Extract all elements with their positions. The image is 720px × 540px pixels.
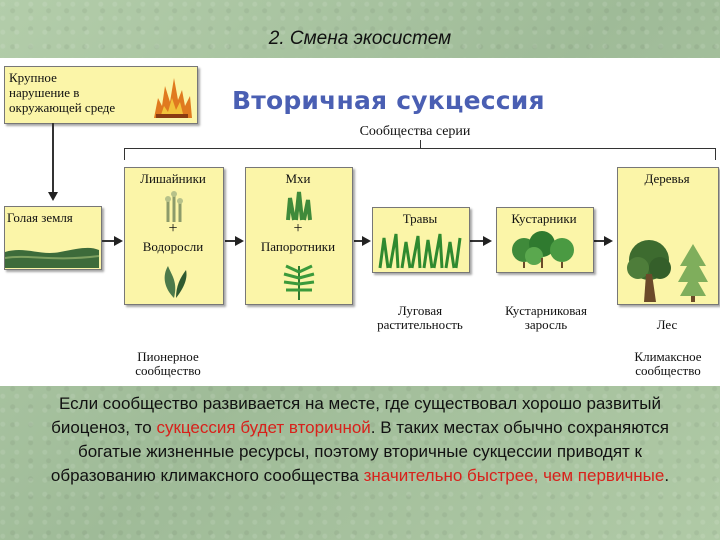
down-line xyxy=(52,123,54,193)
caption-shrub-2: заросль xyxy=(486,318,606,332)
caption-pioneer-2: сообщество xyxy=(118,364,218,378)
bracket-right xyxy=(715,148,716,160)
arrow-2 xyxy=(235,236,244,246)
disturbance-line-2: нарушение в xyxy=(9,86,79,100)
stage2-plus: + xyxy=(245,222,351,236)
highlight-secondary-succession: сукцессия будет вторичной xyxy=(156,418,370,437)
fern-icon xyxy=(278,262,320,300)
grass-icon xyxy=(378,232,462,268)
caption-meadow-1: Луговая xyxy=(368,304,472,318)
shrub-icon xyxy=(508,230,582,268)
down-arrow xyxy=(48,192,58,201)
stage2-top-label: Мхи xyxy=(245,172,351,186)
arrow-5 xyxy=(604,236,613,246)
deciduous-tree-icon xyxy=(626,238,672,302)
caption-shrub-1: Кустарниковая xyxy=(486,304,606,318)
series-label: Сообщества серии xyxy=(330,125,500,139)
arrow-4 xyxy=(483,236,492,246)
caption-climax-1: Климаксное xyxy=(618,350,718,364)
stage2-bottom-label: Папоротники xyxy=(245,240,351,254)
stage3-label: Травы xyxy=(372,212,468,226)
body-text-3: . xyxy=(664,466,669,485)
stage1-plus: + xyxy=(124,222,222,236)
stage4-label: Кустарники xyxy=(496,212,592,226)
slide-title: 2. Смена экосистем xyxy=(0,28,720,50)
algae-icon xyxy=(158,262,192,298)
arrow-4-line xyxy=(470,240,484,242)
disturbance-line-1: Крупное xyxy=(9,71,57,85)
bare-land-label: Голая земля xyxy=(7,211,73,225)
stage1-bottom-label: Водоросли xyxy=(124,240,222,254)
moss-icon xyxy=(284,190,314,220)
conifer-tree-icon xyxy=(676,244,710,302)
bracket-center xyxy=(420,140,421,149)
highlight-faster: значительно быстрее, чем первичные xyxy=(364,466,665,485)
arrow-3 xyxy=(362,236,371,246)
lichen-icon xyxy=(160,190,190,222)
body-paragraph: Если сообщество развивается на месте, гд… xyxy=(30,392,690,488)
caption-pioneer-1: Пионерное xyxy=(118,350,218,364)
caption-climax-2: сообщество xyxy=(618,364,718,378)
bracket-left xyxy=(124,148,125,160)
bare-land-icon xyxy=(5,238,99,268)
stage1-top-label: Лишайники xyxy=(124,172,222,186)
stage5-label: Деревья xyxy=(617,172,717,186)
caption-forest: Лес xyxy=(617,318,717,332)
arrow-1 xyxy=(114,236,123,246)
diagram-heading: Вторичная сукцессия xyxy=(232,86,545,115)
caption-meadow-2: растительность xyxy=(358,318,482,332)
fire-icon xyxy=(150,72,194,120)
disturbance-line-3: окружающей среде xyxy=(9,101,115,115)
